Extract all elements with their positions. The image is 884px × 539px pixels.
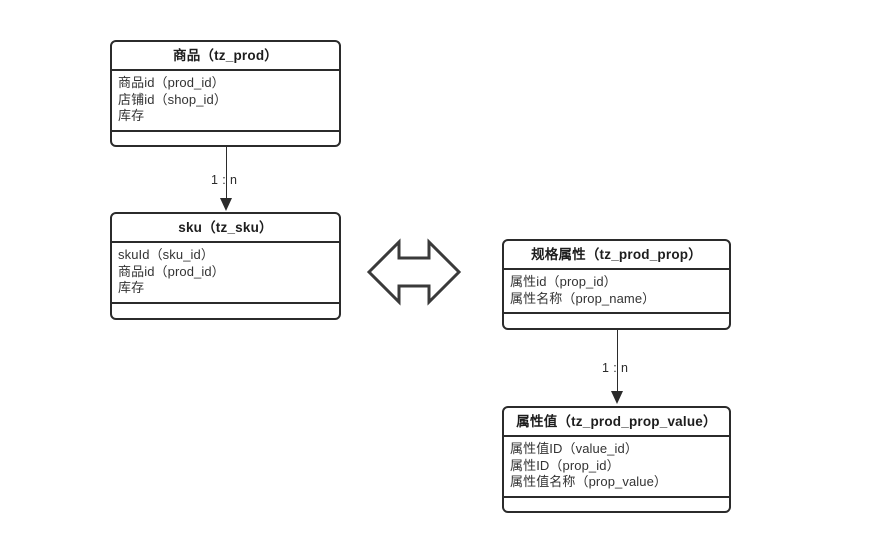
entity-attributes-tz-prod-prop-value: 属性值ID（value_id） 属性ID（prop_id） 属性值名称（prop…: [504, 437, 729, 498]
entity-methods-tz-prod-prop-value: [504, 498, 729, 512]
attribute-row: 库存: [118, 280, 145, 295]
double-headed-arrow-icon: [366, 236, 462, 308]
attribute-row: 商品id（prod_id）: [118, 263, 225, 279]
relation-label: 1 : n: [211, 173, 238, 187]
entity-title-tz-sku: sku（tz_sku）: [112, 214, 339, 243]
entity-attributes-tz-sku: skuId（sku_id） 商品id（prod_id） 库存: [112, 243, 339, 304]
attribute-row: 属性值名称（prop_value）: [510, 474, 668, 489]
entity-title-tz-prod-prop-value: 属性值（tz_prod_prop_value）: [504, 408, 729, 437]
entity-title-tz-prod-prop: 规格属性（tz_prod_prop）: [504, 241, 729, 270]
attribute-row: skuId（sku_id）: [118, 247, 214, 262]
attribute-row: 属性ID（prop_id）: [510, 457, 620, 473]
attribute-row: 属性值ID（value_id）: [510, 441, 638, 456]
entity-title-tz-prod: 商品（tz_prod）: [112, 42, 339, 71]
attribute-row: 商品id（prod_id）: [118, 75, 225, 90]
attribute-row: 属性id（prop_id）: [510, 274, 617, 289]
relation-label: 1 : n: [602, 361, 629, 375]
entity-box-tz-sku[interactable]: sku（tz_sku） skuId（sku_id） 商品id（prod_id） …: [110, 212, 341, 320]
entity-box-tz-prod-prop[interactable]: 规格属性（tz_prod_prop） 属性id（prop_id） 属性名称（pr…: [502, 239, 731, 330]
entity-methods-tz-prod: [112, 132, 339, 146]
relation-arrowhead-icon: [611, 391, 623, 404]
relation-line: [617, 330, 618, 392]
attribute-row: 店铺id（shop_id）: [118, 91, 227, 107]
entity-box-tz-prod-prop-value[interactable]: 属性值（tz_prod_prop_value） 属性值ID（value_id） …: [502, 406, 731, 513]
entity-attributes-tz-prod: 商品id（prod_id） 店铺id（shop_id） 库存: [112, 71, 339, 132]
entity-box-tz-prod[interactable]: 商品（tz_prod） 商品id（prod_id） 店铺id（shop_id） …: [110, 40, 341, 147]
entity-methods-tz-prod-prop: [504, 314, 729, 328]
entity-attributes-tz-prod-prop: 属性id（prop_id） 属性名称（prop_name）: [504, 270, 729, 314]
entity-methods-tz-sku: [112, 304, 339, 319]
attribute-row: 库存: [118, 108, 145, 123]
attribute-row: 属性名称（prop_name）: [510, 290, 656, 306]
relation-arrowhead-icon: [220, 198, 232, 211]
relation-line: [226, 147, 227, 199]
